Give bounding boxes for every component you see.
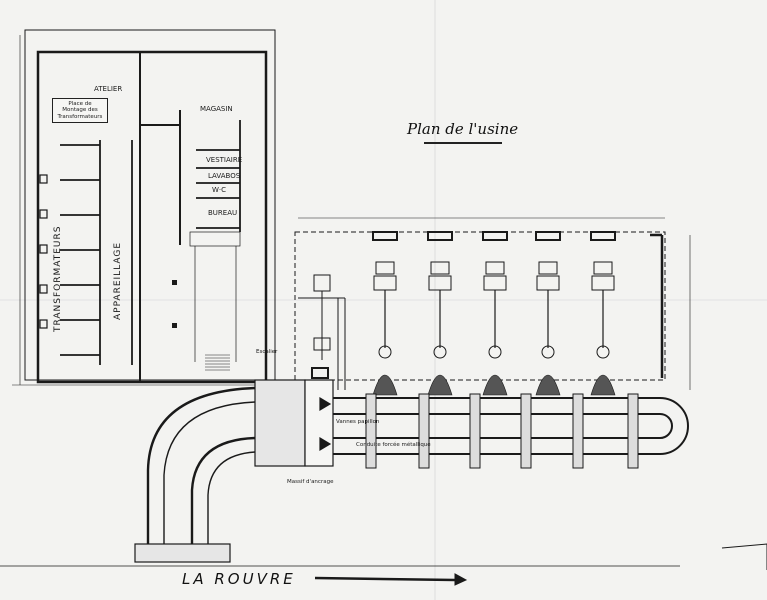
- room-appareillage: APPAREILLAGE: [113, 241, 123, 320]
- generator-unit: [482, 231, 508, 396]
- generator-units: [372, 231, 616, 396]
- label-vannes-papillon: Vannes papillon: [336, 419, 380, 425]
- room-vestiaire: VESTIAIRE: [206, 156, 243, 164]
- generator-unit: [535, 231, 561, 396]
- outlet-foundation: [134, 543, 231, 563]
- label-conduite: Conduite forcée métallique: [356, 442, 431, 448]
- column-markers: [172, 280, 177, 328]
- room-montage: Place de Montage des Transformateurs: [52, 98, 108, 123]
- room-bureau: BUREAU: [208, 209, 238, 217]
- generator-unit: [427, 231, 453, 396]
- generator-unit: [372, 231, 398, 396]
- building-outline: [12, 29, 280, 386]
- penstock-pipes: [146, 386, 689, 545]
- river-name: LA ROUVRE: [182, 570, 296, 588]
- page-title: Plan de l'usine: [407, 120, 519, 138]
- corner-fragment: [721, 543, 767, 570]
- turbine-hall: [294, 217, 691, 390]
- exciter-unit: [298, 274, 346, 390]
- title-underline: [424, 142, 502, 144]
- room-atelier: ATELIER: [94, 85, 123, 93]
- transformer-cells: [60, 140, 133, 365]
- label-massif: Massif d'ancrage: [287, 479, 334, 485]
- window-markers: [39, 174, 48, 329]
- service-rooms: [196, 120, 241, 232]
- intake-chamber: [254, 379, 334, 467]
- pipe-supports: [365, 393, 639, 469]
- room-transformateurs: TRANSFORMATEURS: [53, 225, 63, 332]
- staircase: [189, 231, 241, 371]
- room-wc: W·C: [212, 186, 227, 194]
- generator-unit: [590, 231, 616, 396]
- room-lavabos: LAVABOS: [208, 172, 241, 180]
- room-magasin: MAGASIN: [200, 105, 233, 113]
- label-escalier: Escalier: [256, 349, 278, 355]
- river-arrow: [314, 573, 468, 586]
